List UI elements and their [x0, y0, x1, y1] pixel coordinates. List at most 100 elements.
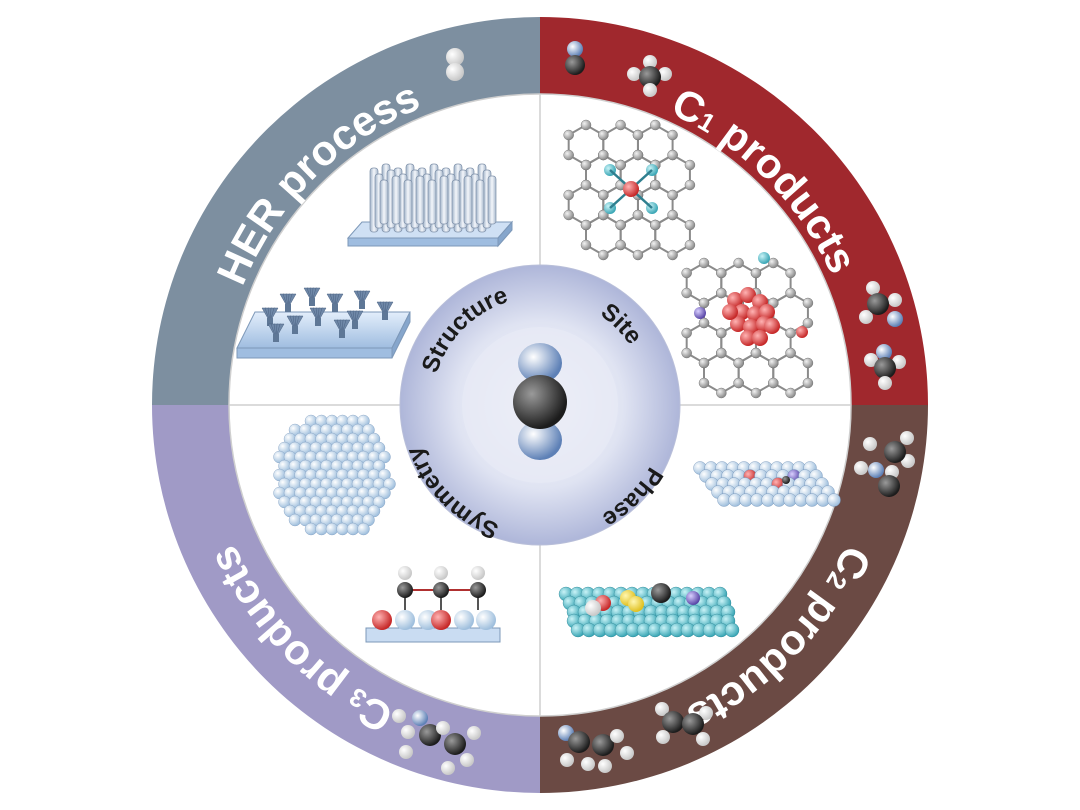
- lattice-atom: [580, 159, 592, 171]
- nanoflower: [346, 310, 364, 329]
- lattice-atom: [598, 129, 609, 141]
- lattice-atom: [632, 149, 644, 161]
- nanoparticle-atom: [357, 522, 370, 536]
- lattice-atom: [598, 209, 609, 221]
- lattice-atom: [650, 219, 661, 231]
- lattice-atom: [667, 209, 678, 221]
- lattice-atom: [580, 179, 592, 191]
- nanoparticle-atom: [346, 522, 360, 536]
- lattice-atom: [768, 257, 779, 269]
- lattice-atom: [615, 219, 626, 231]
- nanorod: [463, 175, 473, 225]
- surface-atom: [395, 610, 415, 630]
- lattice-atom: [580, 239, 592, 251]
- lattice-atom: [615, 119, 626, 131]
- lattice-atom: [684, 219, 696, 231]
- nanoflower-substrate-illustration: [236, 287, 411, 359]
- dopant-atom: [628, 596, 644, 612]
- lattice-atom: [681, 347, 692, 359]
- nanoparticle-atom: [304, 522, 318, 536]
- lattice-atom: [733, 377, 744, 389]
- hydrogen-atom: [471, 566, 485, 580]
- lattice-atom: [632, 129, 644, 141]
- nanoflower: [333, 319, 351, 338]
- nanoflower: [376, 301, 394, 320]
- lattice-atom: [615, 159, 626, 171]
- lattice-atom: [667, 149, 678, 161]
- nanorod: [415, 175, 425, 225]
- nanoparticle-atom: [325, 522, 339, 536]
- nanoparticle-atom: [378, 450, 391, 464]
- dopant-atom: [686, 591, 700, 605]
- nanoflower: [326, 293, 344, 312]
- surface-atom: [454, 610, 474, 630]
- nanoparticle-illustration: [273, 414, 396, 536]
- cluster-atom: [759, 304, 775, 320]
- h2-molecule-icon: [446, 48, 464, 81]
- lattice-atom: [681, 327, 692, 339]
- nanorod: [451, 179, 461, 225]
- lattice-atom: [684, 179, 696, 191]
- cluster-atom: [727, 292, 743, 308]
- lattice-atom: [563, 189, 574, 201]
- lattice-atom: [733, 357, 744, 369]
- lattice-atom: [785, 267, 796, 279]
- lattice-atom: [768, 377, 779, 389]
- lattice-atom: [563, 129, 574, 141]
- lattice-atom: [716, 347, 727, 359]
- substrate-slab: [365, 627, 501, 643]
- cluster-site-illustration: [681, 252, 814, 399]
- lattice-atom: [750, 347, 762, 359]
- nanoflower: [267, 323, 285, 342]
- carbon-atom: [397, 582, 413, 598]
- lattice-atom: [750, 387, 762, 399]
- lattice-atom: [667, 189, 678, 201]
- lattice-atom: [802, 377, 814, 389]
- propanol-molecule-icon: [392, 709, 481, 775]
- carbon-atom: [651, 583, 671, 603]
- nanorod: [379, 179, 389, 225]
- nanorod: [487, 175, 497, 225]
- lattice-atom: [667, 129, 678, 141]
- oxygen-atom: [796, 326, 808, 338]
- lattice-atom: [716, 387, 727, 399]
- adsorbate-atom: [782, 476, 790, 484]
- alloy-slab-illustration: [693, 461, 841, 507]
- lattice-atom: [563, 149, 574, 161]
- cluster-atom: [764, 318, 780, 334]
- nanoflower: [261, 307, 279, 326]
- nanoparticle-atom: [378, 486, 391, 500]
- cluster-atom: [722, 304, 738, 320]
- nanoflower: [286, 315, 304, 334]
- single-atom-site-illustration: [563, 119, 696, 261]
- lattice-atom: [650, 119, 661, 131]
- methanol-molecule-icon: [859, 281, 903, 327]
- lattice-atom: [698, 317, 710, 329]
- lattice-atom: [681, 267, 692, 279]
- lattice-atom: [563, 209, 574, 221]
- lattice-atom: [698, 357, 710, 369]
- nanorod: [427, 179, 437, 225]
- nanoparticle-atom: [315, 522, 328, 536]
- lattice-atom: [802, 297, 814, 309]
- nanoparticle-atom: [336, 522, 349, 536]
- slab-atom: [724, 622, 740, 638]
- nanorod-array-illustration: [346, 163, 514, 248]
- nanoflower: [279, 293, 297, 312]
- lattice-atom: [785, 327, 796, 339]
- metal-site-atom: [623, 181, 639, 197]
- lattice-atom: [684, 239, 696, 251]
- c3-quadrant: [152, 405, 540, 793]
- lattice-atom: [598, 249, 609, 261]
- nanorod: [439, 175, 449, 225]
- lattice-atom: [580, 119, 592, 131]
- methane-molecule-icon: [627, 55, 672, 97]
- surface-atom: [372, 610, 392, 630]
- nanorod: [475, 179, 485, 225]
- nanoparticle-atom: [288, 513, 302, 527]
- dopant-atom: [694, 307, 706, 319]
- dopant-atom: [585, 600, 601, 616]
- surface-atom: [431, 610, 451, 630]
- lattice-atom: [580, 219, 592, 231]
